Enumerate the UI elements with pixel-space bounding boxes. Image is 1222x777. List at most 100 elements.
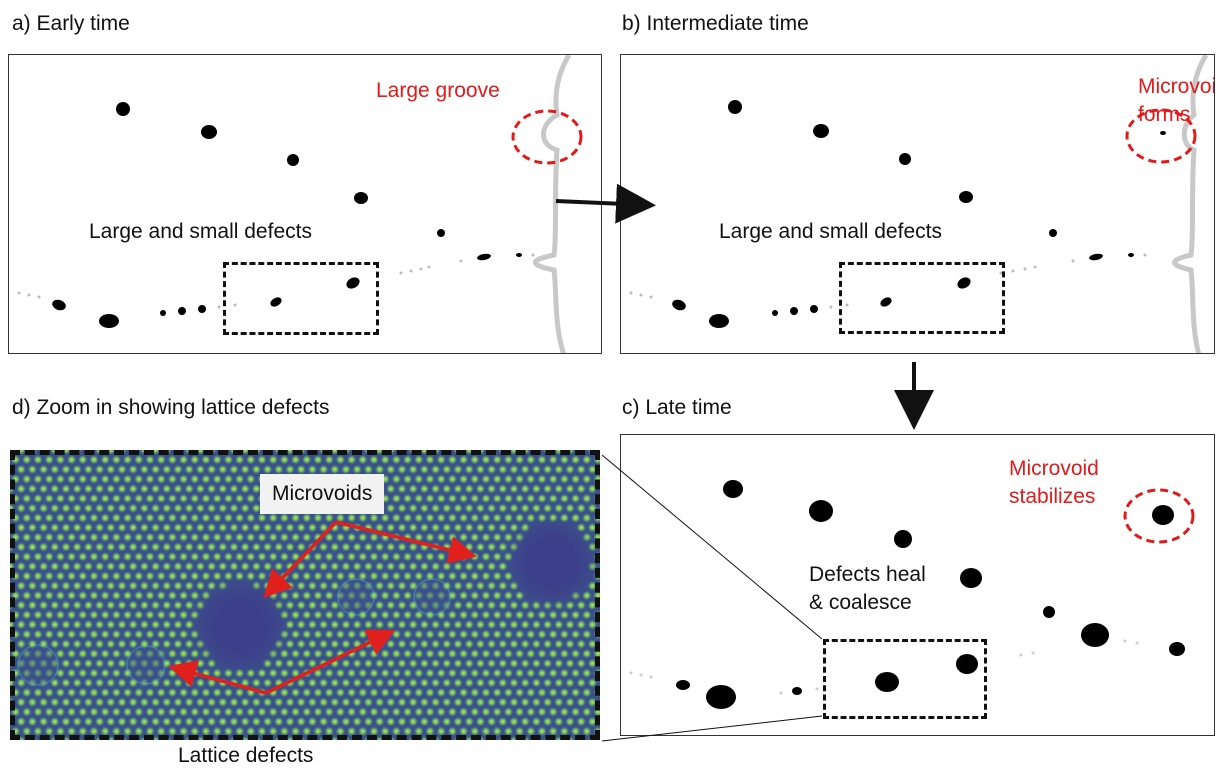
- panel-c-callout-line2: stabilizes: [1009, 485, 1096, 508]
- defect-blob: [1043, 606, 1055, 618]
- defect-blob: [37, 295, 41, 299]
- defect-blob: [459, 259, 463, 263]
- defect-blob: [217, 305, 221, 309]
- defect-blob: [419, 267, 423, 271]
- panel-a-callout-ring: [511, 109, 583, 165]
- panel-b-field: [629, 55, 1209, 353]
- defect-blob: [1089, 253, 1103, 261]
- panel-c-callout-ring: [1123, 488, 1195, 544]
- defect-blob: [531, 253, 535, 257]
- defect-blob: [815, 687, 819, 691]
- defect-blob: [875, 672, 899, 692]
- defect-blob: [639, 673, 643, 677]
- defect-blob: [116, 102, 130, 116]
- defect-blob: [1160, 131, 1166, 135]
- panel-c-center-label-line1: Defects heal: [809, 563, 926, 586]
- defect-blob: [99, 314, 119, 328]
- defect-blob: [959, 191, 973, 203]
- defect-blob: [960, 568, 982, 588]
- defect-blob: [639, 293, 643, 297]
- panel-c-center-label-line2: & coalesce: [809, 591, 912, 614]
- defect-blob: [829, 305, 833, 309]
- panel-d-caption: d) Zoom in showing lattice defects: [12, 396, 330, 419]
- defect-blob: [792, 687, 802, 695]
- defect-blob: [779, 691, 783, 695]
- panel-c-callout: Microvoid stabilizes: [1009, 455, 1099, 511]
- defect-blob: [957, 277, 971, 289]
- defect-blob: [845, 303, 849, 307]
- panel-a-callout: Large groove: [376, 79, 500, 102]
- defect-blob: [516, 253, 522, 257]
- panel-a-center-label: Large and small defects: [89, 220, 312, 243]
- defect-blob: [1128, 253, 1134, 257]
- panel-c-center-label: Defects heal & coalesce: [809, 561, 926, 617]
- defect-blob: [201, 125, 217, 139]
- defect-blob: [233, 303, 237, 307]
- defect-blob: [999, 271, 1003, 275]
- defect-blob: [649, 295, 653, 299]
- panel-a-zoom-box: [223, 262, 379, 335]
- defect-blob: [706, 685, 736, 709]
- defect-blob: [723, 480, 743, 498]
- defect-blob: [399, 271, 403, 275]
- panel-b-callout: Microvoid forms: [1138, 73, 1214, 129]
- defect-blob: [1023, 267, 1027, 271]
- panel-b-callout-line1: Microvoid: [1138, 75, 1214, 98]
- defect-blob: [17, 291, 21, 295]
- panel-b: Large and small defects Microvoid forms: [620, 54, 1215, 354]
- defect-blob: [672, 299, 686, 311]
- defect-blob: [477, 253, 491, 261]
- defect-blob: [810, 305, 818, 313]
- defect-blob: [354, 192, 368, 204]
- defect-blob: [1081, 623, 1109, 647]
- panel-b-caption: b) Intermediate time: [622, 12, 809, 35]
- defect-blob: [880, 297, 892, 307]
- panel-a-caption: a) Early time: [12, 12, 130, 35]
- panel-c: Defects heal & coalesce Microvoid stabil…: [620, 434, 1215, 736]
- microvoids-label: Microvoids: [260, 474, 385, 514]
- defect-blob: [27, 293, 31, 297]
- defect-blob: [1019, 653, 1023, 657]
- panel-c-zoom-box: [823, 639, 987, 719]
- defect-blob: [160, 310, 166, 316]
- panel-b-center-label: Large and small defects: [719, 220, 942, 243]
- defect-blob: [1011, 269, 1015, 273]
- defect-blob: [629, 671, 633, 675]
- defect-blob: [437, 229, 445, 237]
- defect-blob: [728, 100, 742, 114]
- panel-d-frame: [10, 450, 600, 740]
- defect-blob: [1135, 641, 1139, 645]
- defect-blob: [813, 124, 829, 138]
- defect-blob: [772, 310, 778, 316]
- defect-blob: [899, 153, 911, 165]
- defect-blob: [198, 305, 206, 313]
- defect-blob: [649, 675, 653, 679]
- defect-blob: [346, 277, 360, 289]
- defect-blob: [270, 297, 282, 307]
- defect-blob: [427, 265, 431, 269]
- panel-b-zoom-box: [839, 262, 1005, 334]
- defect-blob: [1123, 639, 1127, 643]
- defect-blob: [956, 654, 978, 674]
- panel-c-callout-line1: Microvoid: [1009, 457, 1099, 480]
- defect-blob: [409, 269, 413, 273]
- panel-a: Large and small defects Large groove: [8, 54, 602, 354]
- defect-blob: [1049, 229, 1057, 237]
- panel-b-callout-line2: forms: [1138, 103, 1191, 126]
- defect-blob: [52, 299, 66, 311]
- defect-blob: [1152, 505, 1174, 525]
- defect-blob: [1169, 642, 1185, 656]
- defect-blob: [1031, 651, 1035, 655]
- panel-a-field: [17, 55, 572, 353]
- lattice-defects-label: Lattice defects: [178, 744, 314, 767]
- groove-boundary: [1172, 55, 1209, 353]
- defect-blob: [676, 680, 690, 690]
- defect-blob: [1071, 259, 1075, 263]
- defect-blob: [1143, 253, 1147, 257]
- defect-blob: [790, 307, 798, 315]
- groove-boundary: [532, 55, 572, 353]
- defect-blob: [1033, 265, 1037, 269]
- defect-blob: [709, 314, 729, 328]
- defect-blob: [287, 154, 299, 166]
- defect-blob: [178, 307, 186, 315]
